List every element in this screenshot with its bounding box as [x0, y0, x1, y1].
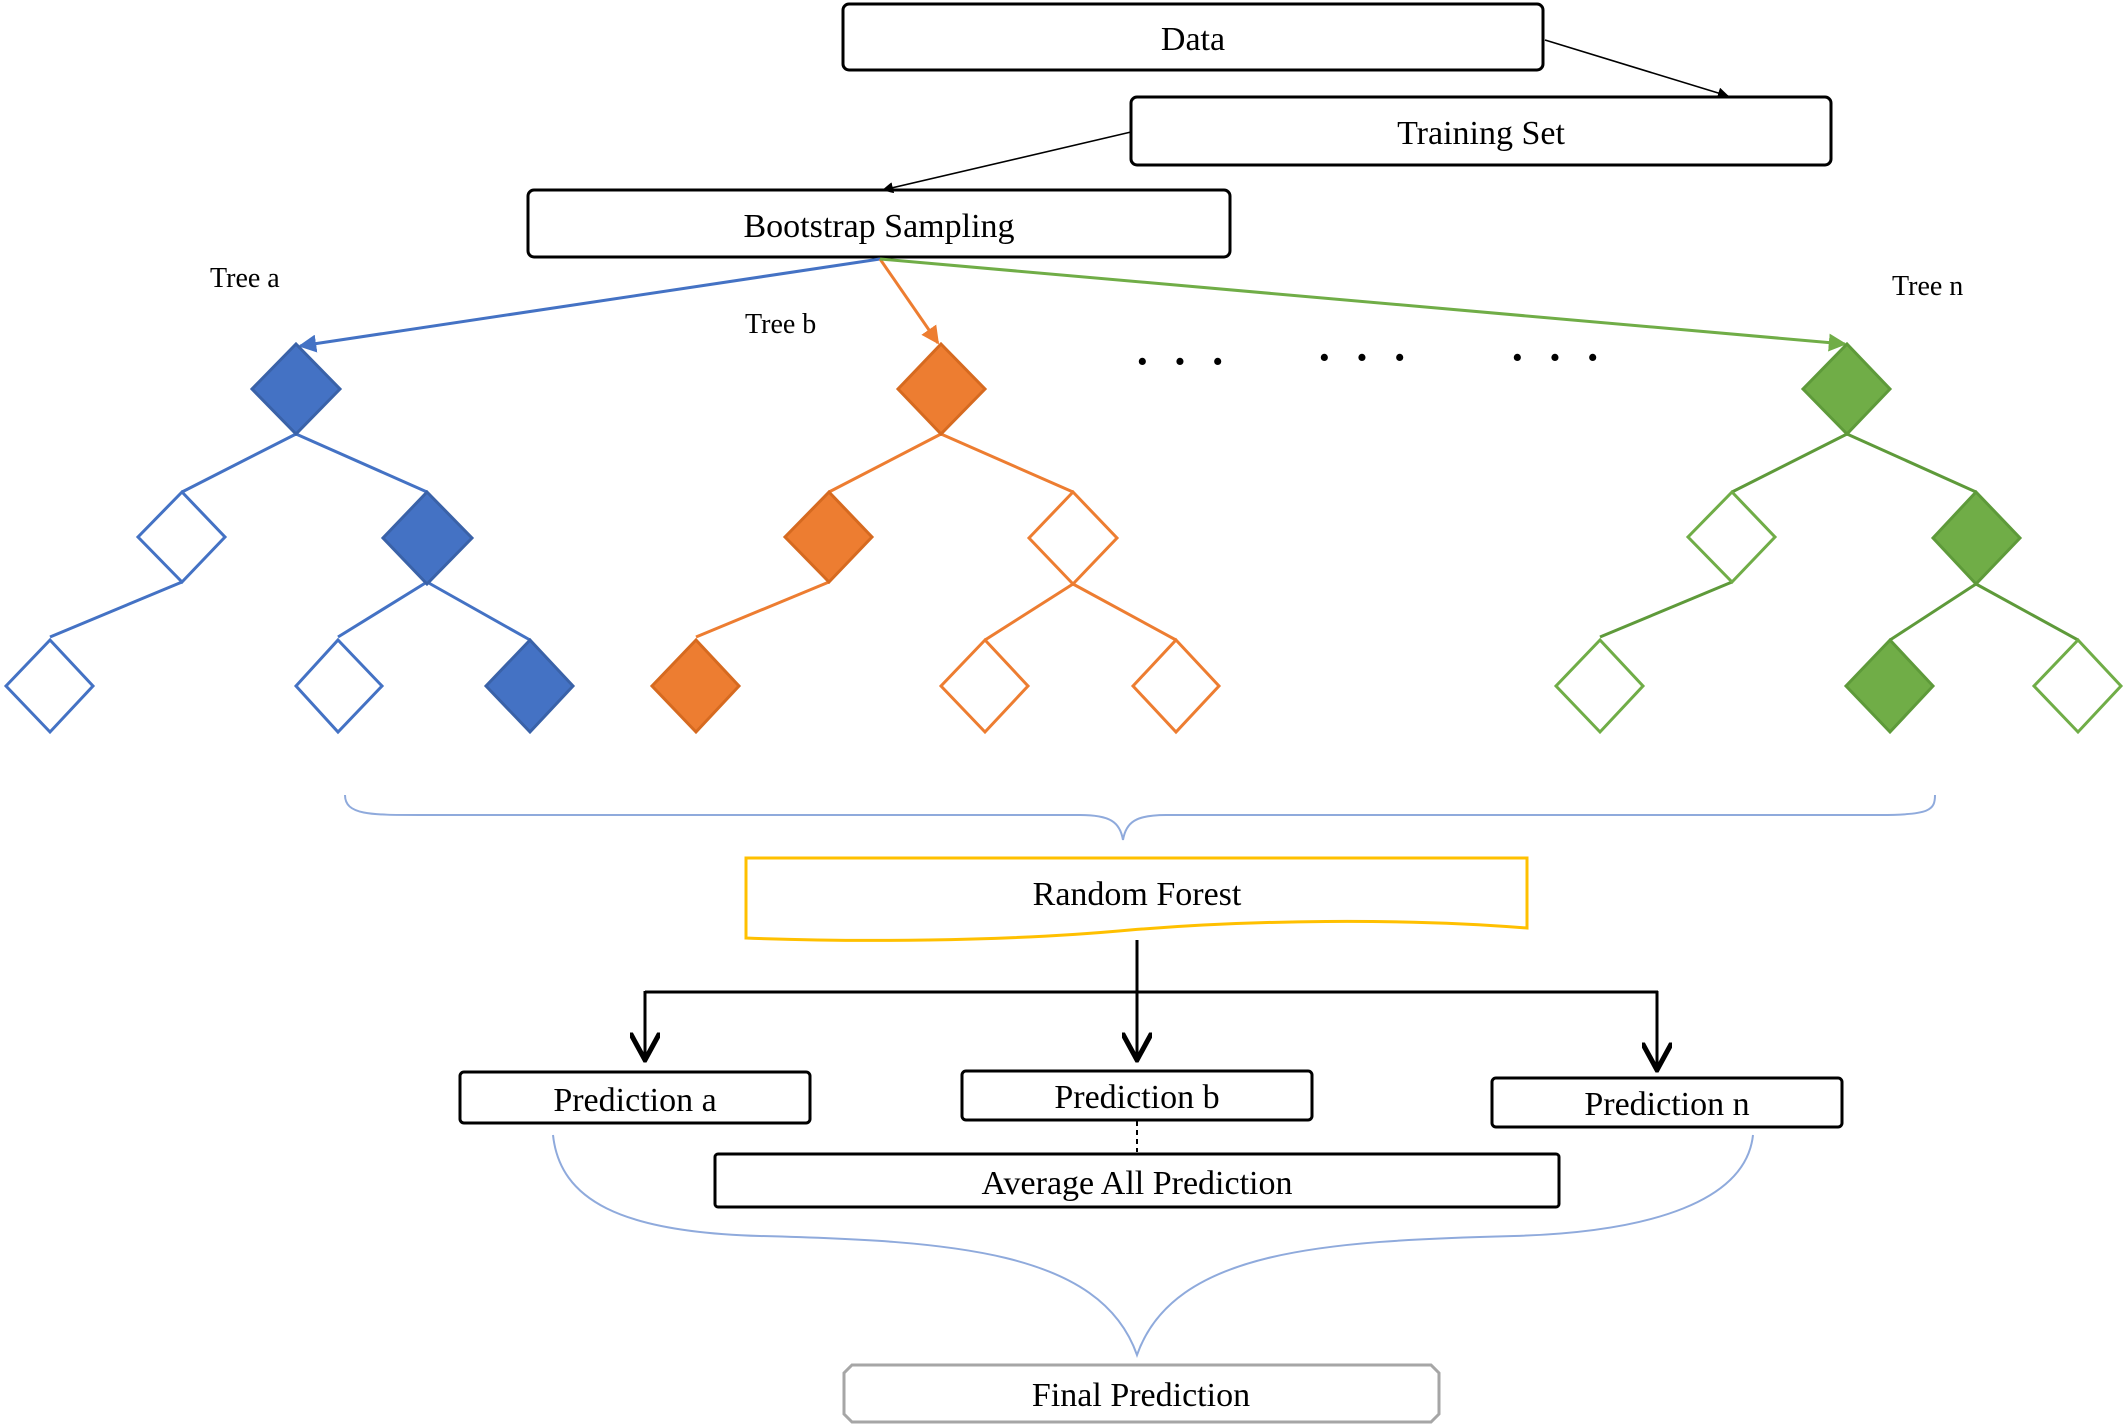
- bootstrap-to-tree-a-arrow: [298, 257, 881, 353]
- random-forest-label: Random Forest: [1033, 876, 1242, 913]
- prediction-b-label: Prediction b: [1054, 1079, 1219, 1116]
- tree-b-leaf-3: [1130, 637, 1222, 735]
- tree-b-right-node: [1026, 489, 1120, 587]
- tree-b-left-node: [782, 489, 875, 585]
- tree-n-leaf-1: [1553, 637, 1646, 735]
- data-label: Data: [1161, 21, 1225, 58]
- bootstrap-to-tree-n-arrow: [879, 257, 1847, 352]
- tree-n-root-node: [1800, 341, 1893, 437]
- bootstrap-sampling-label: Bootstrap Sampling: [743, 208, 1014, 245]
- tree-b-leaf-1: [649, 637, 742, 735]
- tree-n-leaf-2: [1843, 637, 1936, 735]
- tree-b-label: Tree b: [745, 309, 816, 340]
- tree-n-left-node: [1685, 489, 1778, 585]
- tree-b-leaf-2: [938, 637, 1031, 735]
- tree-n-leaf-3: [2031, 637, 2124, 735]
- forest-brace: [344, 794, 1936, 841]
- bootstrap-sampling-node: Bootstrap Sampling: [526, 188, 1232, 259]
- tree-n: [1553, 341, 2124, 735]
- tree-a-leaf-3: [483, 637, 576, 735]
- prediction-b-node: Prediction b: [960, 1069, 1314, 1122]
- prediction-n-node: Prediction n: [1490, 1076, 1844, 1129]
- training-set-node: Training Set: [1129, 95, 1833, 167]
- tree-a-leaf-1: [3, 637, 96, 735]
- final-prediction-node: Final Prediction: [842, 1363, 1441, 1424]
- average-prediction-label: Average All Prediction: [982, 1165, 1293, 1202]
- ellipsis-1: · · ·: [1135, 337, 1231, 386]
- tree-a-root-node: [249, 341, 343, 437]
- ellipsis-3: · · ·: [1510, 333, 1606, 382]
- data-to-training-arrow: [1544, 39, 1730, 99]
- tree-a: [3, 341, 576, 735]
- average-prediction-node: Average All Prediction: [713, 1152, 1561, 1209]
- training-set-label: Training Set: [1397, 115, 1565, 152]
- tree-a-right-node: [380, 489, 475, 587]
- training-to-bootstrap-arrow: [881, 131, 1132, 194]
- final-prediction-label: Final Prediction: [1032, 1377, 1250, 1414]
- ellipsis-2: · · ·: [1317, 333, 1413, 382]
- data-node: Data: [841, 2, 1545, 72]
- prediction-a-node: Prediction a: [458, 1070, 812, 1125]
- bootstrap-to-tree-b-arrow: [878, 258, 940, 345]
- tree-n-right-node: [1930, 489, 2023, 587]
- tree-a-left-node: [135, 489, 228, 585]
- prediction-n-label: Prediction n: [1584, 1086, 1749, 1123]
- tree-a-leaf-2: [293, 637, 385, 735]
- tree-n-label: Tree n: [1892, 271, 1963, 302]
- prediction-brace: [552, 1134, 1754, 1358]
- tree-b-root-node: [895, 341, 988, 437]
- tree-b: [649, 341, 1222, 735]
- random-forest-node: Random Forest: [744, 856, 1529, 942]
- prediction-a-label: Prediction a: [553, 1082, 716, 1119]
- tree-a-label: Tree a: [210, 263, 280, 294]
